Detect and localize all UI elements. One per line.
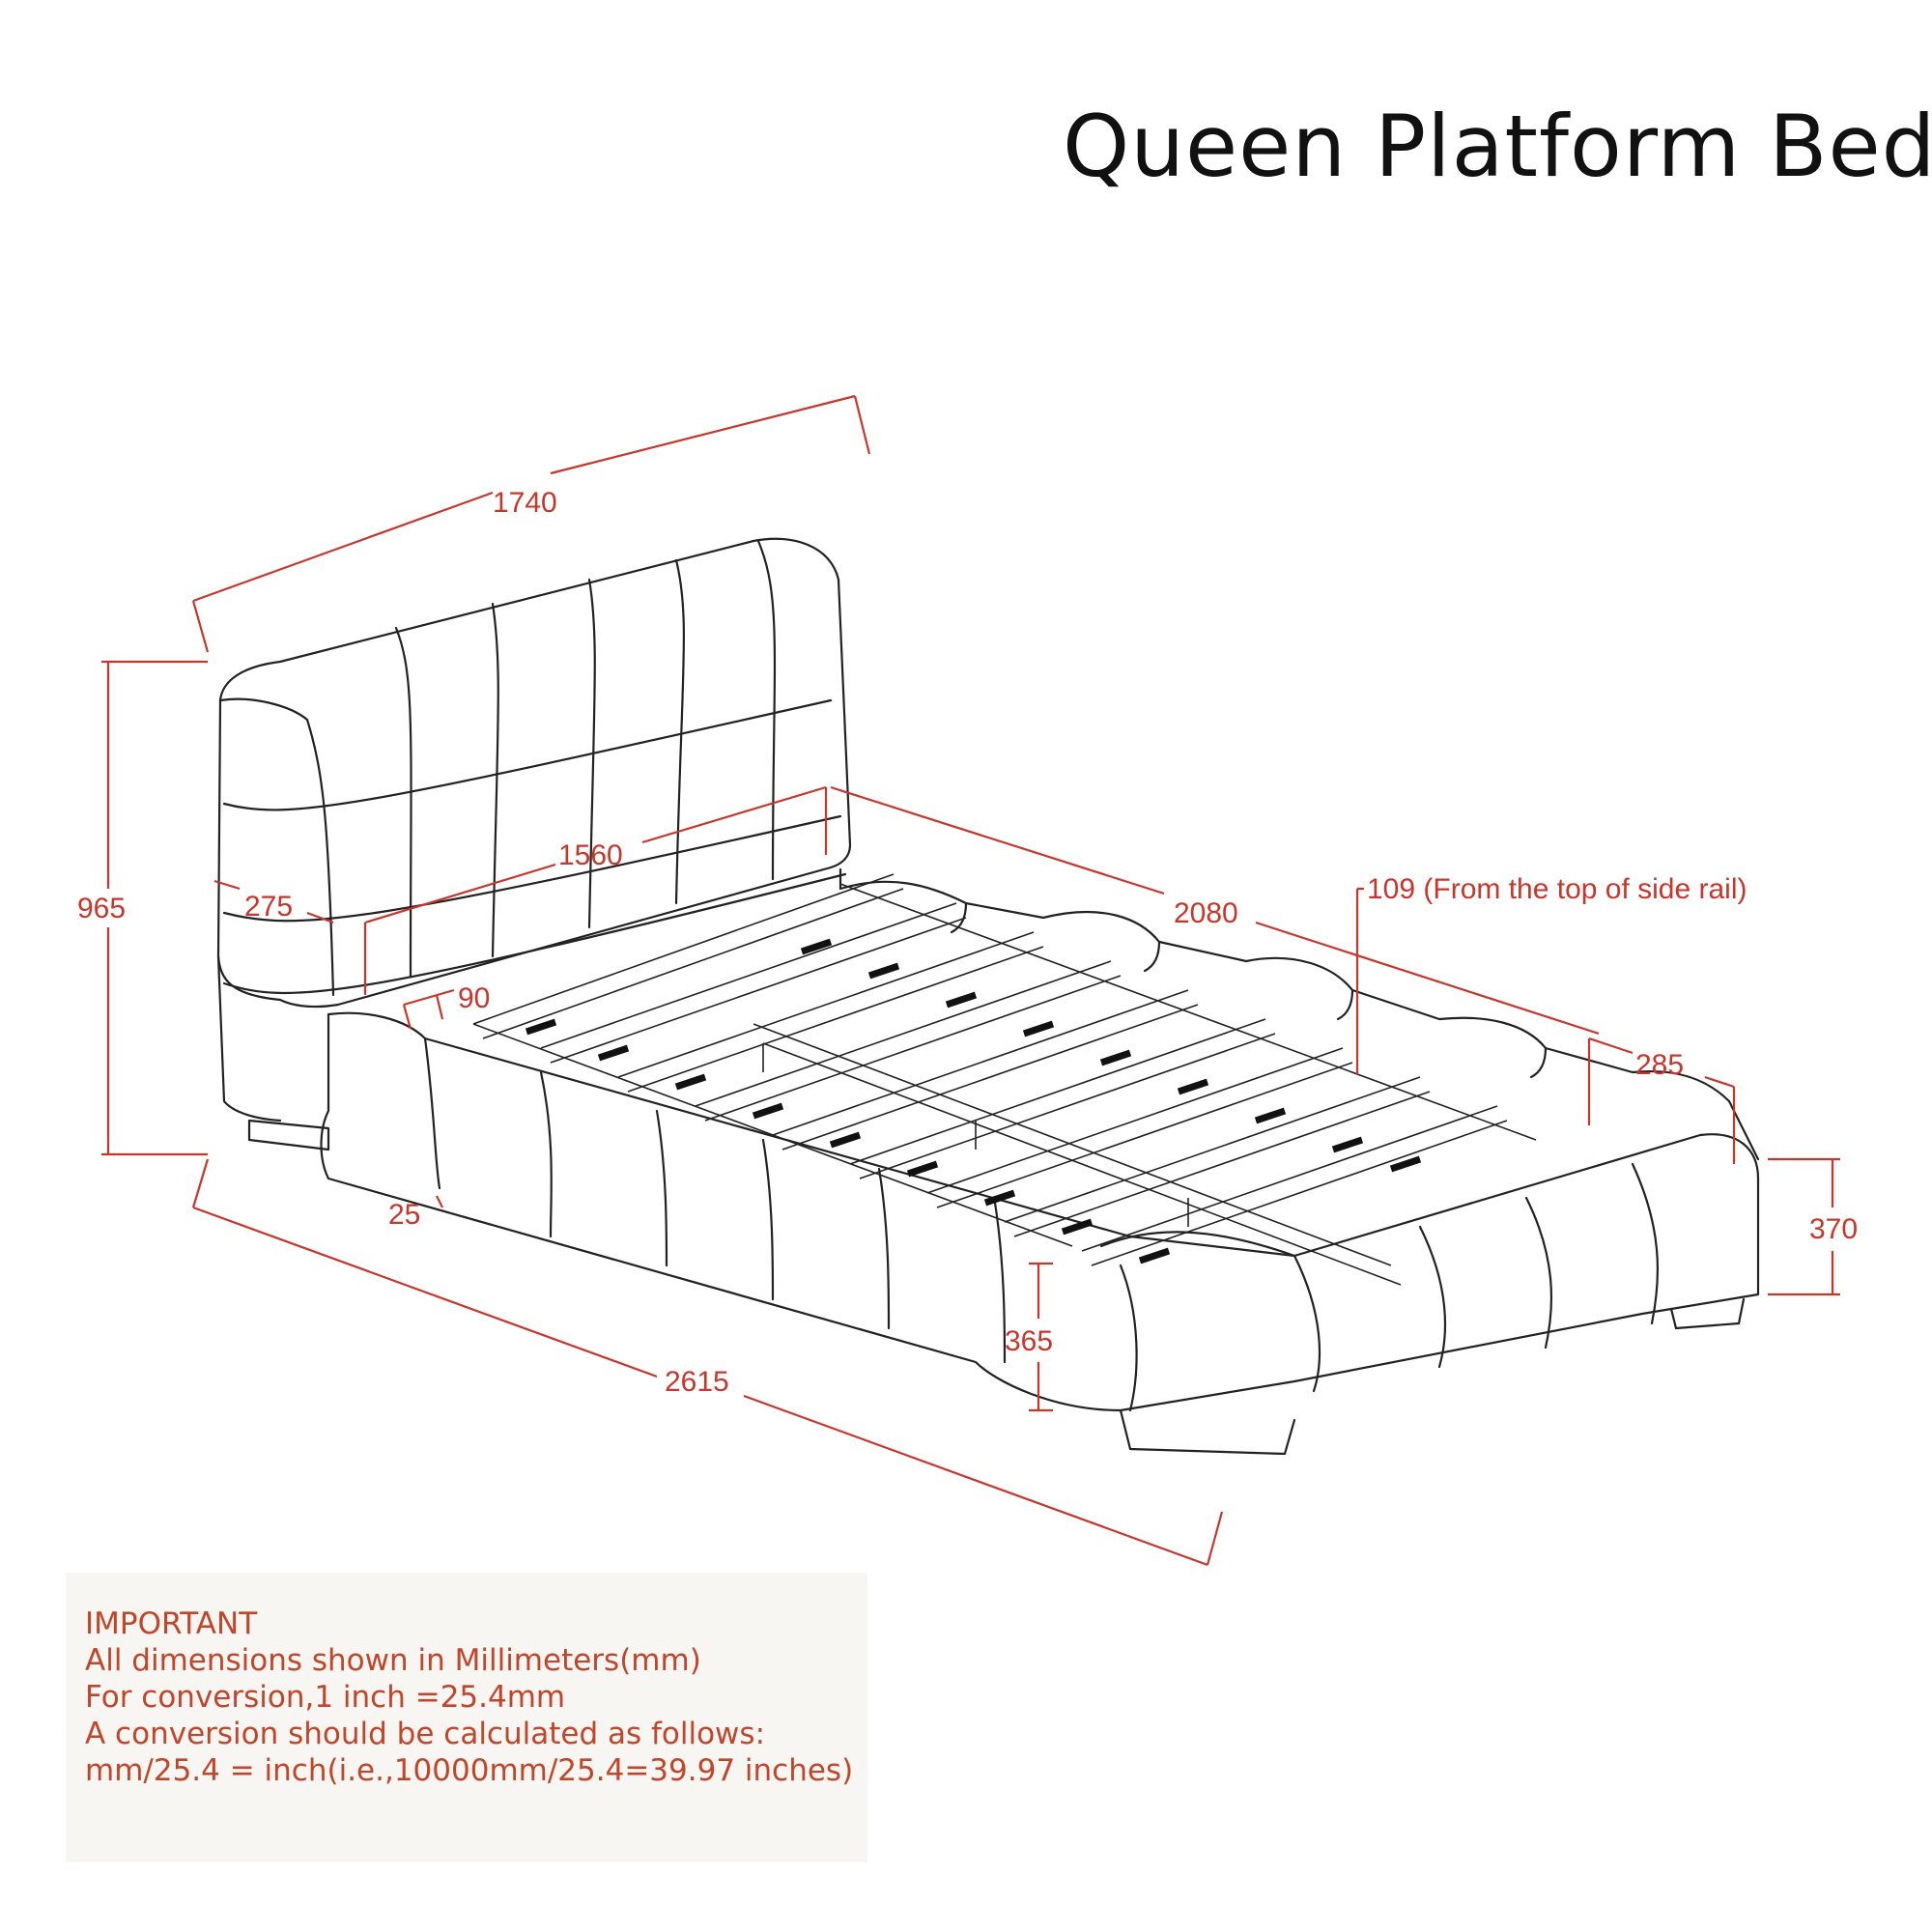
- note-line: A conversion should be calculated as fol…: [85, 1717, 766, 1751]
- dim-side-rail-thickness: 90: [458, 982, 490, 1014]
- dimension-labels: 1740 965 275 1560 90 2080 109 (From the …: [77, 487, 1858, 1398]
- dim-leg-gap: 25: [388, 1199, 420, 1231]
- page-title: Queen Platform Bed: [1063, 97, 1932, 196]
- dim-overall-width: 1740: [493, 487, 557, 519]
- dim-footboard-depth: 285: [1635, 1049, 1684, 1081]
- dim-side-height: 365: [1005, 1325, 1053, 1357]
- dim-overall-length: 2615: [665, 1366, 729, 1398]
- note-heading: IMPORTANT: [85, 1606, 258, 1641]
- important-note: IMPORTANT All dimensions shown in Millim…: [66, 1573, 867, 1862]
- dimension-lines: [101, 394, 1840, 1567]
- bed-outline: [216, 537, 1760, 1456]
- dim-foot-height: 370: [1809, 1213, 1858, 1245]
- slat-pads: [525, 938, 1422, 1264]
- note-line: mm/25.4 = inch(i.e.,10000mm/25.4=39.97 i…: [85, 1753, 854, 1788]
- dim-overall-height: 965: [77, 893, 126, 924]
- dim-slat-drop: 109 (From the top of side rail): [1367, 873, 1747, 905]
- note-line: All dimensions shown in Millimeters(mm): [85, 1643, 701, 1678]
- dim-inner-width: 1560: [558, 839, 623, 871]
- dim-side-rail-length: 2080: [1174, 897, 1238, 929]
- note-line: For conversion,1 inch =25.4mm: [85, 1680, 566, 1715]
- slats: [472, 873, 1537, 1286]
- dim-headboard-depth: 275: [244, 891, 293, 923]
